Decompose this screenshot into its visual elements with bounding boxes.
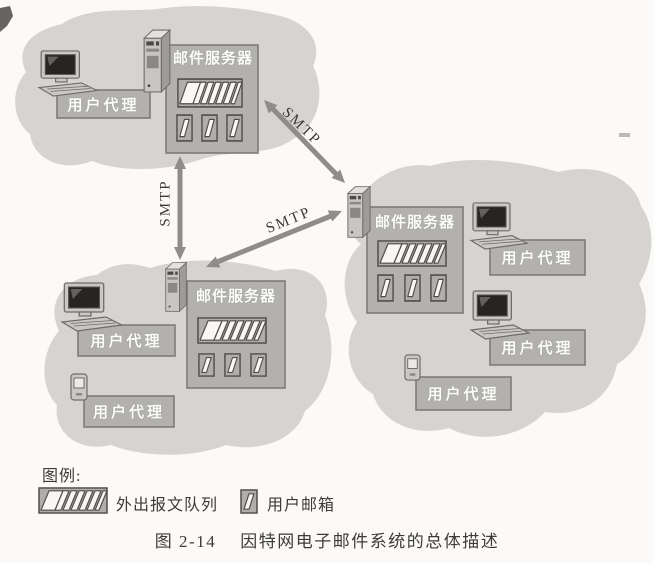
smtp-label-vertical: SMTP (157, 179, 174, 227)
user-mailbox-icon (201, 114, 218, 142)
user-mailbox-icon (377, 274, 394, 302)
user-mailbox-icon (198, 353, 215, 377)
figure-caption: 图 2-14 因特网电子邮件系统的总体描述 (0, 527, 654, 552)
figure-caption-number: 图 2-14 (154, 532, 217, 551)
legend-mailbox-label: 用户邮箱 (267, 497, 336, 514)
smtp-arrow-vertical (174, 156, 186, 260)
smtp-arrow-upper-diagonal (264, 100, 345, 183)
legend-outgoing-queue-icon (38, 487, 108, 514)
user-agent-label: 用户代理 (90, 333, 163, 350)
figure-caption-title: 因特网电子邮件系统的总体描述 (240, 532, 500, 551)
user-mailbox-icon (430, 274, 447, 302)
user-agent-label: 用户代理 (67, 96, 140, 114)
scan-smudge (0, 6, 13, 32)
user-agent-label: 用户代理 (92, 404, 165, 421)
user-agent-box-right-3 (415, 376, 512, 411)
user-mailbox-icon (250, 353, 267, 377)
user-agent-label: 用户代理 (427, 386, 500, 403)
mail-server-label: 邮件服务器 (374, 214, 455, 231)
user-mailbox-icon (176, 114, 193, 142)
server-tower-icon (165, 262, 187, 312)
user-agent-box-bottom-left-1 (77, 324, 176, 357)
legend-queue-label: 外出报文队列 (116, 497, 219, 514)
server-tower-icon (347, 186, 371, 238)
mail-server-label: 邮件服务器 (172, 50, 253, 67)
user-mailbox-icon (404, 274, 421, 302)
smtp-arrow-lower-diagonal (206, 210, 342, 268)
legend-title: 图例: (42, 468, 82, 485)
outgoing-queue-icon (177, 78, 243, 108)
server-tower-icon (143, 29, 171, 93)
user-agent-box-bottom-left-2 (83, 395, 175, 428)
user-agent-box-top-left (56, 89, 151, 119)
user-agent-label: 用户代理 (501, 340, 574, 357)
user-mailbox-icon (226, 114, 243, 142)
outgoing-queue-icon (377, 240, 447, 267)
user-agent-label: 用户代理 (501, 250, 574, 267)
legend-user-mailbox-icon (240, 489, 258, 514)
user-mailbox-icon (224, 353, 241, 377)
scan-speck (619, 133, 630, 137)
mail-server-label: 邮件服务器 (195, 288, 276, 305)
outgoing-queue-icon (197, 317, 267, 344)
